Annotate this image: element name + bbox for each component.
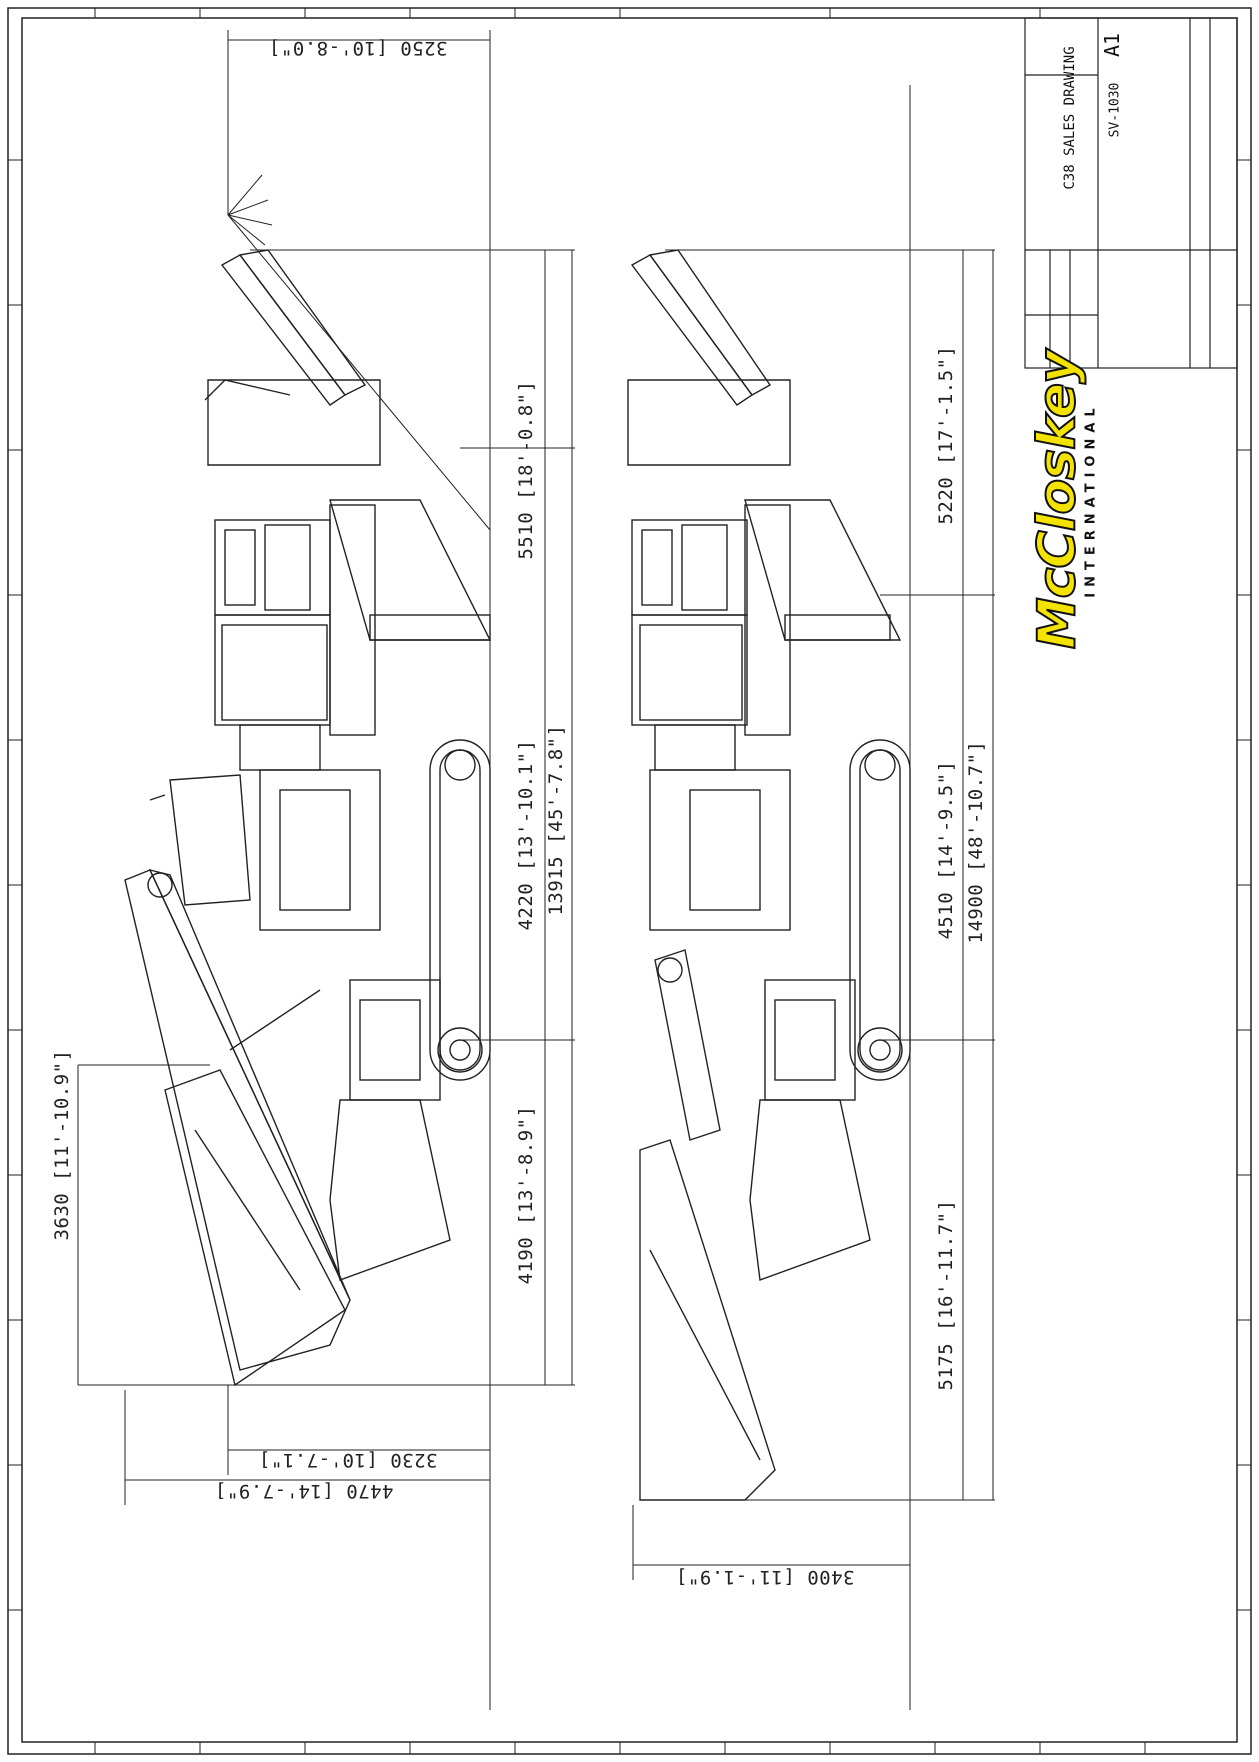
logo-wordmark: McCloskey: [1027, 350, 1089, 650]
dimension-label: 3250 [10'-8.0"]: [268, 37, 448, 59]
dimension-label: 4470 [14'-7.9"]: [214, 1480, 394, 1502]
machine-upper-view: [124, 249, 492, 1387]
dimension-label: 3630 [11'-10.9"]: [51, 1049, 73, 1241]
lower-dimension-lines: [632, 85, 995, 1710]
dimension-label: 5510 [18'-0.8"]: [515, 380, 537, 560]
dimension-label: 4220 [13'-10.1"]: [515, 739, 537, 931]
border-zone-ticks: [8, 8, 1251, 1754]
dimension-label: 13915 [45'-7.8"]: [545, 724, 567, 916]
drawing-number: SV-1030: [1107, 82, 1123, 138]
dimension-label: 3230 [10'-7.1"]: [258, 1449, 438, 1471]
dimension-label: 5220 [17'-1.5"]: [935, 345, 957, 525]
sheet-border: [7, 7, 1252, 1755]
drawing-title: C38 SALES DRAWING: [1062, 46, 1078, 190]
machine-lower-view: [627, 249, 911, 1501]
mccloskey-logo: McCloskey INTERNATIONAL: [1027, 350, 1099, 650]
title-block: [1024, 17, 1238, 369]
dimension-label: 14900 [48'-10.7"]: [965, 740, 987, 944]
upper-dimension-lines: [77, 30, 575, 1710]
sheet-size: A1: [1100, 32, 1124, 58]
dimension-label: 5175 [16'-11.7"]: [935, 1199, 957, 1391]
dimension-label: 4190 [13'-8.9"]: [515, 1105, 537, 1285]
dimension-label: 4510 [14'-9.5"]: [935, 760, 957, 940]
dimension-label: 3400 [11'-1.9"]: [675, 1566, 855, 1588]
